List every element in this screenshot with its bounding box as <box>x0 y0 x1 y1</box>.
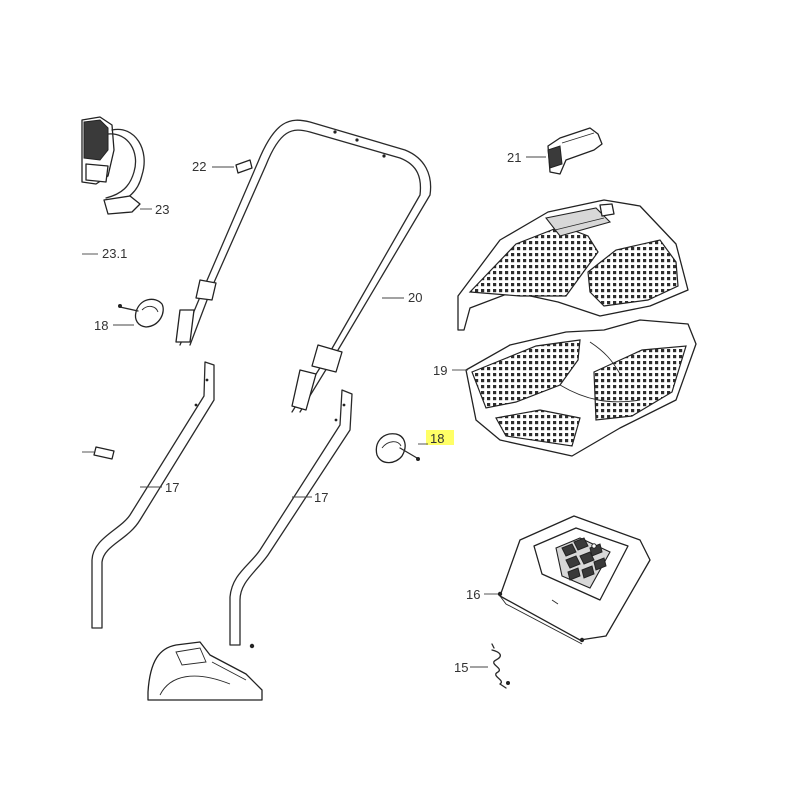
part-20-upper-handle <box>175 119 432 413</box>
mower-deck-partial <box>147 641 263 701</box>
callout-17-left: 17 <box>165 480 179 495</box>
part-18-knob-right <box>375 433 420 464</box>
part-23-switch-box <box>81 116 152 215</box>
callout-16: 16 <box>466 587 480 602</box>
part-19-grass-box <box>452 199 697 457</box>
callout-18-right: 18 <box>430 431 444 446</box>
callout-18-left: 18 <box>94 318 108 333</box>
callout-23-1: 23.1 <box>102 246 127 261</box>
part-17-lower-tube-left <box>91 361 215 629</box>
part-18-knob-left <box>113 298 164 328</box>
callout-15: 15 <box>454 660 468 675</box>
callout-21: 21 <box>507 150 521 165</box>
callout-highlight <box>426 430 454 445</box>
callout-23: 23 <box>155 202 169 217</box>
part-21-carry-handle <box>526 127 603 175</box>
callout-20: 20 <box>408 290 422 305</box>
callout-17-right: 17 <box>314 490 328 505</box>
part-22-pin <box>212 159 253 174</box>
part-16-flap-panel <box>484 515 651 645</box>
part-15-spring <box>470 643 510 689</box>
callout-19: 19 <box>433 363 447 378</box>
part-pin-left <box>82 446 115 460</box>
part-17-lower-tube-right <box>229 389 353 649</box>
callout-22: 22 <box>192 159 206 174</box>
